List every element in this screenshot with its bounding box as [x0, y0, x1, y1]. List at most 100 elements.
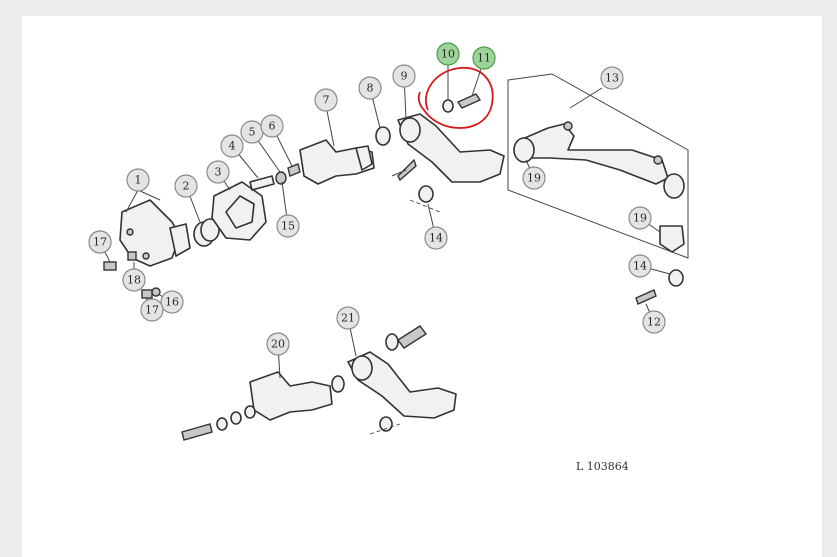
- callout-label: 17: [93, 236, 107, 249]
- housing-part: [119, 199, 191, 267]
- ball-joint-part: [659, 225, 685, 253]
- lower-bolt-part: [396, 325, 428, 349]
- callout-circle: [122, 268, 146, 292]
- callout-label: 12: [647, 316, 661, 329]
- castle-nut-part: [418, 185, 434, 203]
- callout-layer: 1234567891011131715141919171816171412202…: [88, 42, 666, 356]
- callout-6: 6: [260, 114, 284, 138]
- callout-label: 20: [271, 338, 285, 351]
- tie-rod-assembly-panel: [507, 73, 689, 259]
- callout-7: 7: [314, 88, 338, 112]
- callout-label: 19: [633, 212, 647, 225]
- cotter-pin-part: [397, 158, 417, 182]
- callout-circle: [424, 226, 448, 250]
- callout-2: 2: [174, 174, 198, 198]
- callout-17: 17: [88, 230, 112, 254]
- bolt-part: [456, 93, 482, 109]
- red-circle-annotation: [417, 67, 494, 129]
- callout-label: 4: [229, 140, 236, 153]
- callout-circle: [358, 76, 382, 100]
- pin-part: [249, 175, 275, 191]
- callout-label: 5: [249, 126, 256, 139]
- callout-3: 3: [206, 160, 230, 184]
- callout-10: 10: [436, 42, 460, 66]
- callout-label: 10: [441, 48, 455, 61]
- callout-13: 13: [600, 66, 624, 90]
- callout-label: 11: [477, 52, 491, 65]
- callout-label: 8: [367, 82, 374, 95]
- callout-21: 21: [336, 306, 360, 330]
- callout-11: 11: [472, 46, 496, 70]
- callout-19: 19: [522, 166, 546, 190]
- callout-14: 14: [628, 254, 652, 278]
- lower-shaft-part: [181, 371, 333, 441]
- callout-circle: [206, 160, 230, 184]
- callout-19: 19: [628, 206, 652, 230]
- screw-part: [127, 251, 137, 261]
- callout-1: 1: [126, 168, 150, 192]
- callout-circle: [174, 174, 198, 198]
- lower-arm-part: [347, 351, 457, 419]
- callout-circle: [140, 298, 164, 322]
- callout-label: 17: [145, 304, 159, 317]
- callout-4: 4: [220, 134, 244, 158]
- callout-label: 2: [183, 180, 190, 193]
- callout-label: 3: [215, 166, 222, 179]
- drawing-reference: L 103864: [576, 460, 629, 473]
- callout-circle: [522, 166, 546, 190]
- callout-label: 1: [135, 174, 142, 187]
- callout-circle: [160, 290, 184, 314]
- callout-circle: [628, 206, 652, 230]
- shaft-part: [299, 139, 375, 185]
- callout-18: 18: [122, 268, 146, 292]
- steering-arm-part: [397, 113, 505, 183]
- callout-circle: [600, 66, 624, 90]
- callout-20: 20: [266, 332, 290, 356]
- scrollbar-track[interactable]: [822, 0, 837, 557]
- callout-15: 15: [276, 214, 300, 238]
- callout-circle: [88, 230, 112, 254]
- callout-9: 9: [392, 64, 416, 88]
- bushing-part: [193, 218, 220, 247]
- lower-washer-part: [385, 333, 399, 351]
- callout-8: 8: [358, 76, 382, 100]
- callout-label: 7: [323, 94, 330, 107]
- callout-14: 14: [424, 226, 448, 250]
- washer-part: [442, 99, 454, 113]
- callout-circle: [266, 332, 290, 356]
- callout-label: 9: [401, 70, 408, 83]
- callout-circle: [126, 168, 150, 192]
- callout-17: 17: [140, 298, 164, 322]
- callout-label: 14: [633, 260, 647, 273]
- key-part: [287, 163, 301, 177]
- seal-part: [375, 126, 391, 146]
- callout-circle: [642, 310, 666, 334]
- callout-label: 18: [127, 274, 141, 287]
- gasket-part: [211, 181, 267, 241]
- seal-part-lower: [331, 375, 345, 393]
- callout-circle: [472, 46, 496, 70]
- callout-label: 6: [269, 120, 276, 133]
- callout-12: 12: [642, 310, 666, 334]
- callout-label: 15: [281, 220, 295, 233]
- nut-part-right: [668, 269, 684, 287]
- cotter-pin-part-right: [635, 289, 657, 305]
- nut-part: [275, 171, 287, 185]
- callout-label: 16: [165, 296, 179, 309]
- callout-label: 21: [341, 312, 355, 325]
- callout-circle: [260, 114, 284, 138]
- callout-circle: [336, 306, 360, 330]
- callout-circle: [628, 254, 652, 278]
- callout-label: 19: [527, 172, 541, 185]
- callout-circle: [220, 134, 244, 158]
- screw-part: [141, 289, 153, 299]
- callout-circle: [314, 88, 338, 112]
- callout-label: 13: [605, 72, 619, 85]
- callout-16: 16: [160, 290, 184, 314]
- callout-label: 14: [429, 232, 443, 245]
- screw-part: [103, 261, 117, 271]
- callout-circle: [392, 64, 416, 88]
- callout-5: 5: [240, 120, 264, 144]
- lower-nut-part: [379, 416, 393, 432]
